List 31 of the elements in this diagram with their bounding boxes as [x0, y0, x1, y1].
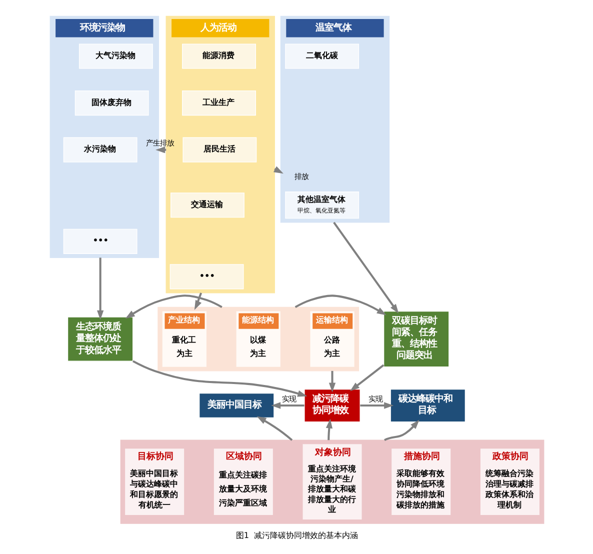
arrow — [96, 258, 104, 320]
arrow — [332, 222, 398, 314]
node-box: 生态环境质量整体仍处于较低水平 — [66, 316, 133, 362]
node-box: 工业生产 — [182, 90, 256, 116]
node-box: 双碳目标时间紧、任务重、结构性问题突出 — [382, 310, 449, 368]
cluster — [157, 306, 359, 372]
arrow — [124, 294, 222, 319]
node-box: 美丽中国目标 — [198, 392, 274, 418]
node-box: ••• — [169, 264, 244, 290]
node-box: 水污染物 — [62, 137, 137, 162]
arrow — [350, 364, 384, 392]
arrow — [194, 292, 202, 310]
arrow — [360, 402, 394, 409]
cluster — [120, 440, 544, 524]
node-box: 固体废弃物 — [74, 90, 148, 116]
arrow — [270, 402, 304, 409]
node-box: 居民生活 — [182, 137, 256, 162]
arrow — [294, 294, 386, 316]
arrow — [328, 370, 336, 392]
caption: 图1 减污降碳协同增效的基本内涵 — [235, 530, 358, 540]
node-box: ••• — [62, 228, 137, 254]
node-box: 减污降碳协同增效 — [304, 388, 360, 422]
node-box: 交通运输 — [170, 192, 244, 218]
arrow — [132, 360, 307, 397]
arrow — [384, 420, 419, 442]
node-box: 二氧化碳 — [284, 44, 359, 69]
node-box: 碳达峰碳中和目标 — [390, 388, 466, 422]
node-box: 能源消费 — [182, 44, 256, 69]
node-box: 大气污染物 — [78, 44, 152, 69]
arrow — [256, 416, 292, 441]
arrow — [325, 418, 332, 440]
